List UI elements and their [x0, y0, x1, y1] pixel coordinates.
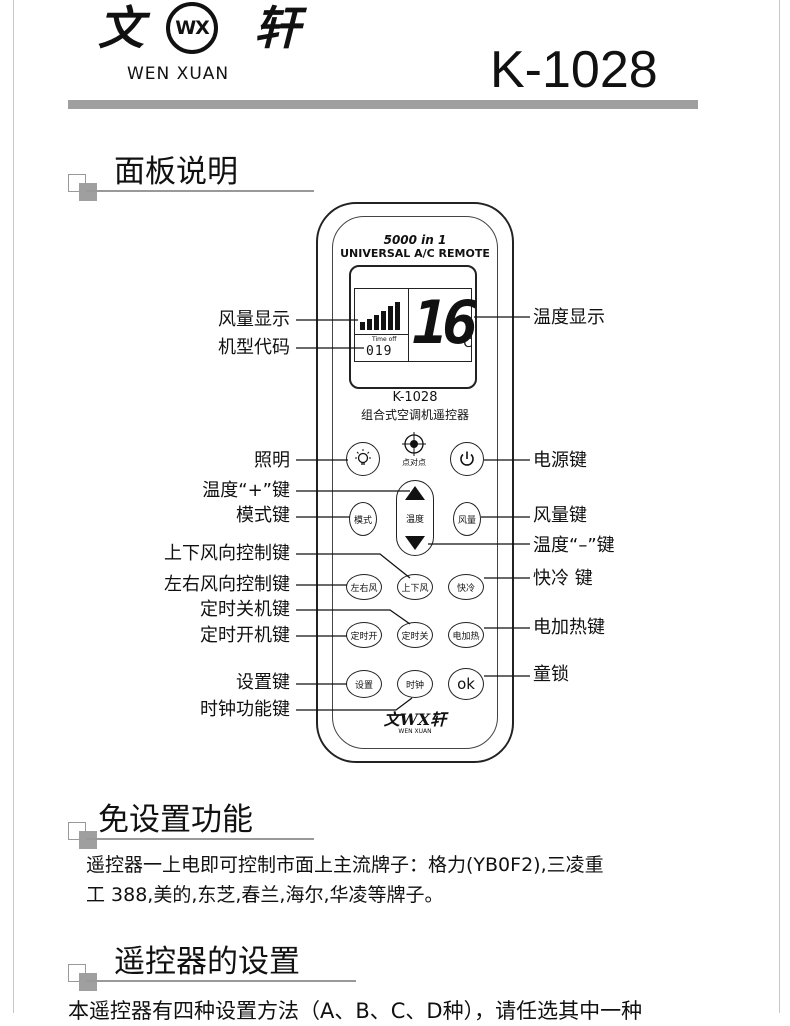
- lcd-timer-label: Time off: [372, 336, 397, 343]
- section-title: 免设置功能: [98, 802, 253, 838]
- section-setup-heading: 遥控器的设置: [68, 942, 356, 991]
- fan-bar-4: [381, 311, 386, 330]
- light-button[interactable]: [346, 442, 380, 476]
- label-temp-display: 温度显示: [533, 307, 605, 328]
- section-title: 遥控器的设置: [114, 944, 300, 980]
- free-setup-line1: 遥控器一上电即可控制市面上主流牌子：格力(YB0F2),三凌重: [86, 854, 604, 876]
- lcd-divider-horizontal: [354, 334, 408, 335]
- fan-bar-6: [395, 302, 400, 330]
- fan-bar-5: [388, 306, 393, 330]
- lcd-inner: [354, 288, 472, 362]
- power-icon: [460, 451, 474, 466]
- fan-speed-button[interactable]: 风量: [453, 502, 481, 536]
- power-button[interactable]: [450, 442, 484, 476]
- label-child-lock: 童锁: [533, 664, 569, 685]
- label-setup-key: 设置键: [236, 672, 290, 693]
- section-free-heading: 免设置功能: [68, 800, 318, 849]
- label-fan-key: 风量键: [533, 505, 587, 526]
- timer-on-button[interactable]: 定时开: [346, 622, 382, 648]
- page-border-left: [13, 0, 14, 1013]
- label-lr-swing-key: 左右风向控制键: [164, 574, 290, 595]
- label-model-code: 机型代码: [218, 337, 290, 358]
- heading-underline: [86, 838, 314, 840]
- remote-inner-outline: [332, 216, 498, 749]
- remote-title-line2: UNIVERSAL A/C REMOTE: [340, 247, 490, 260]
- temp-up-button[interactable]: [403, 484, 427, 502]
- header-divider: [68, 100, 698, 109]
- lcd-temp-unit: ℃: [458, 336, 473, 351]
- fan-bar-1: [360, 322, 365, 330]
- lcd-model-code: 019: [366, 344, 393, 359]
- triangle-up-icon: [405, 486, 425, 500]
- section-title: 面板说明: [114, 154, 238, 190]
- remote-body: [316, 202, 514, 763]
- brand-english: WEN XUAN: [127, 64, 230, 84]
- bulb-icon: [355, 449, 371, 465]
- remote-model: K-1028: [392, 390, 438, 405]
- heading-square-shadow-icon: [79, 831, 97, 849]
- ok-button[interactable]: ok: [448, 668, 484, 700]
- label-timer-on-key: 定时开机键: [200, 625, 290, 646]
- heading-underline: [86, 190, 314, 192]
- label-light: 照明: [254, 450, 290, 471]
- remote-title-line1: 5000 in 1: [383, 233, 447, 247]
- label-temp-plus: 温度“+”键: [202, 480, 290, 501]
- free-setup-line2: 工 388,美的,东芝,春兰,海尔,华凌等牌子。: [86, 884, 444, 906]
- heading-square-shadow-icon: [79, 183, 97, 201]
- label-mode-key: 模式键: [236, 505, 290, 526]
- label-fan-display: 风量显示: [218, 309, 290, 330]
- model-title: K-1028: [490, 41, 658, 99]
- page-border-right: [779, 0, 780, 1013]
- heading-underline: [86, 980, 356, 982]
- triangle-down-icon: [405, 536, 425, 550]
- label-ud-swing-key: 上下风向控制键: [164, 543, 290, 564]
- label-quick-cool-key: 快冷 键: [533, 568, 593, 589]
- remote-logo-en: WEN XUAN: [398, 728, 432, 735]
- brand-han-right: 轩: [254, 1, 300, 55]
- section-panel-heading: 面板说明: [68, 152, 318, 201]
- clock-button[interactable]: 时钟: [397, 670, 433, 698]
- label-temp-minus: 温度“–”键: [533, 535, 615, 556]
- heat-button[interactable]: 电加热: [448, 622, 484, 648]
- ud-swing-button[interactable]: 上下风: [397, 574, 433, 600]
- label-timer-off-key: 定时关机键: [200, 599, 290, 620]
- label-power-key: 电源键: [533, 450, 587, 471]
- remote-logo: 文WX轩: [383, 710, 447, 729]
- lr-swing-button[interactable]: 左右风: [346, 574, 382, 600]
- point-label: 点对点: [402, 458, 426, 467]
- remote-description: 组合式空调机遥控器: [360, 408, 469, 422]
- ir-target-icon: [402, 432, 426, 456]
- lcd-divider-vertical: [408, 288, 409, 362]
- temp-rocker-label: 温度: [405, 514, 424, 525]
- temp-down-button[interactable]: [403, 534, 427, 552]
- fan-bar-3: [374, 315, 379, 330]
- timer-off-button[interactable]: 定时关: [397, 622, 433, 648]
- label-heat-key: 电加热键: [533, 617, 605, 638]
- brand-mark-text: WX: [175, 17, 210, 39]
- brand-logo-mark: WX: [166, 2, 218, 54]
- mode-button[interactable]: 模式: [349, 502, 377, 536]
- heading-square-shadow-icon: [79, 973, 97, 991]
- brand-han-left: 文: [98, 1, 144, 55]
- label-clock-key: 时钟功能键: [200, 699, 290, 720]
- quick-cool-button[interactable]: 快冷: [448, 574, 484, 600]
- setup-line1: 本遥控器有四种设置方法（A、B、C、D种），请任选其中一种: [68, 999, 643, 1023]
- fan-bar-2: [367, 319, 372, 330]
- lcd-temperature: 16: [412, 288, 478, 358]
